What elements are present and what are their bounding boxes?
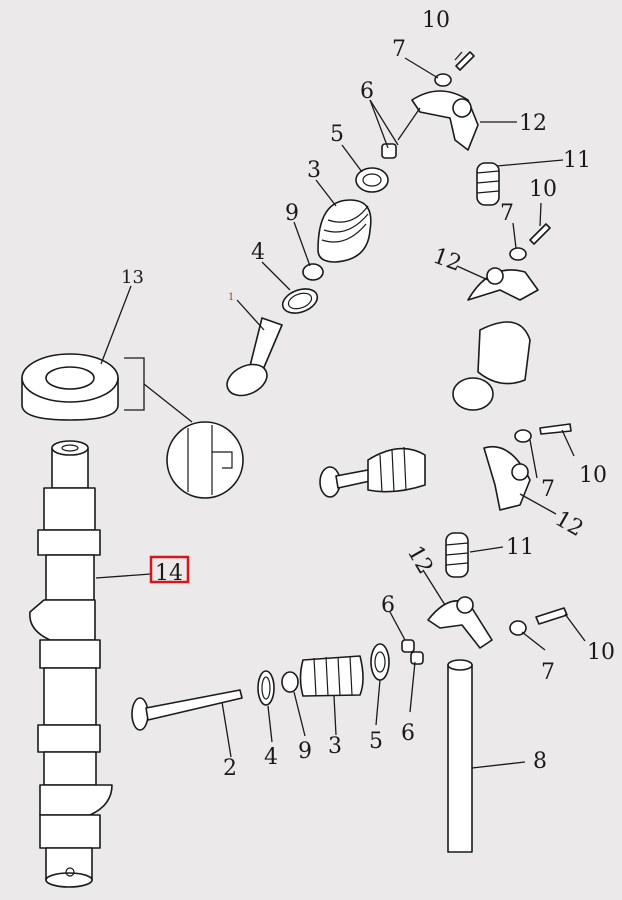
retainer-5b-part[interactable] — [370, 643, 390, 681]
callout-3: 3 — [307, 158, 321, 183]
callout-12: 12 — [430, 244, 465, 277]
spring-11a-part[interactable] — [476, 162, 500, 206]
callout-1: 1 — [228, 292, 234, 303]
rocker-arm-12c-part[interactable] — [483, 446, 531, 511]
bearing-ring-part[interactable] — [21, 353, 119, 421]
cotter-6b-part[interactable] — [401, 639, 424, 665]
camshaft-part[interactable] — [29, 440, 113, 888]
valve-2-part[interactable] — [131, 689, 243, 731]
callout-11: 11 — [506, 535, 534, 560]
collar-9a-part[interactable] — [302, 263, 324, 281]
rocker-arm-12d-part[interactable] — [427, 596, 493, 649]
spring-11b-part[interactable] — [445, 532, 469, 578]
highlight-box-14[interactable] — [149, 555, 190, 584]
valve-spring-3a-part[interactable] — [317, 199, 372, 263]
callout-4: 4 — [264, 745, 278, 770]
callout-12: 12 — [519, 111, 547, 136]
callout-7: 7 — [541, 660, 555, 685]
valve-seal-4b-part[interactable] — [257, 670, 275, 706]
callout-4: 4 — [251, 240, 265, 265]
callout-7: 7 — [500, 201, 514, 226]
callout-3: 3 — [328, 734, 342, 759]
callout-10: 10 — [422, 8, 450, 33]
valve-assembly-b-part[interactable] — [452, 321, 531, 411]
callout-11: 11 — [563, 148, 591, 173]
callout-10: 10 — [579, 463, 607, 488]
detail-leader — [143, 383, 193, 423]
bracket-line — [124, 357, 145, 411]
callout-6: 6 — [381, 593, 395, 618]
valve-seal-4a-part[interactable] — [279, 285, 320, 318]
detail-circle — [166, 421, 244, 499]
callout-10: 10 — [529, 177, 557, 202]
callout-13: 13 — [121, 267, 144, 288]
retainer-5a-part[interactable] — [355, 167, 389, 193]
cotter-6a-part[interactable] — [381, 143, 397, 159]
callout-7: 7 — [392, 37, 406, 62]
callout-6: 6 — [401, 721, 415, 746]
callout-12: 12 — [402, 542, 438, 579]
valve-spring-3b-part[interactable] — [299, 655, 364, 697]
nut-7b-part[interactable] — [509, 247, 527, 261]
callout-10: 10 — [587, 640, 615, 665]
callout-12: 12 — [551, 506, 588, 542]
nut-7c-part[interactable] — [514, 429, 532, 443]
callout-labels: 10 7 6 12 5 3 11 10 9 7 4 12 13 1 10 7 1… — [121, 8, 615, 781]
adjust-screw-10a-part[interactable] — [455, 51, 475, 71]
nut-7a-part[interactable] — [434, 73, 452, 87]
adjust-screw-10d-part[interactable] — [535, 607, 568, 625]
leader-lines — [95, 51, 586, 769]
callout-5: 5 — [369, 729, 383, 754]
callout-2: 2 — [223, 756, 237, 781]
collar-9b-part[interactable] — [281, 671, 299, 693]
callout-5: 5 — [330, 122, 344, 147]
callout-7: 7 — [541, 477, 555, 502]
callout-9: 9 — [298, 739, 312, 764]
callout-6: 6 — [360, 79, 374, 104]
adjust-screw-10b-part[interactable] — [529, 223, 551, 245]
callout-8: 8 — [533, 749, 547, 774]
valve-1-part[interactable] — [222, 317, 283, 402]
pushrod-8-part[interactable] — [447, 659, 473, 853]
valve-horizontal-part[interactable] — [319, 446, 426, 498]
adjust-screw-10c-part[interactable] — [539, 423, 572, 435]
callout-9: 9 — [285, 201, 299, 226]
nut-7d-part[interactable] — [509, 620, 527, 636]
rocker-arm-12b-part[interactable] — [467, 267, 539, 301]
rocker-arm-12a-part[interactable] — [411, 90, 479, 151]
